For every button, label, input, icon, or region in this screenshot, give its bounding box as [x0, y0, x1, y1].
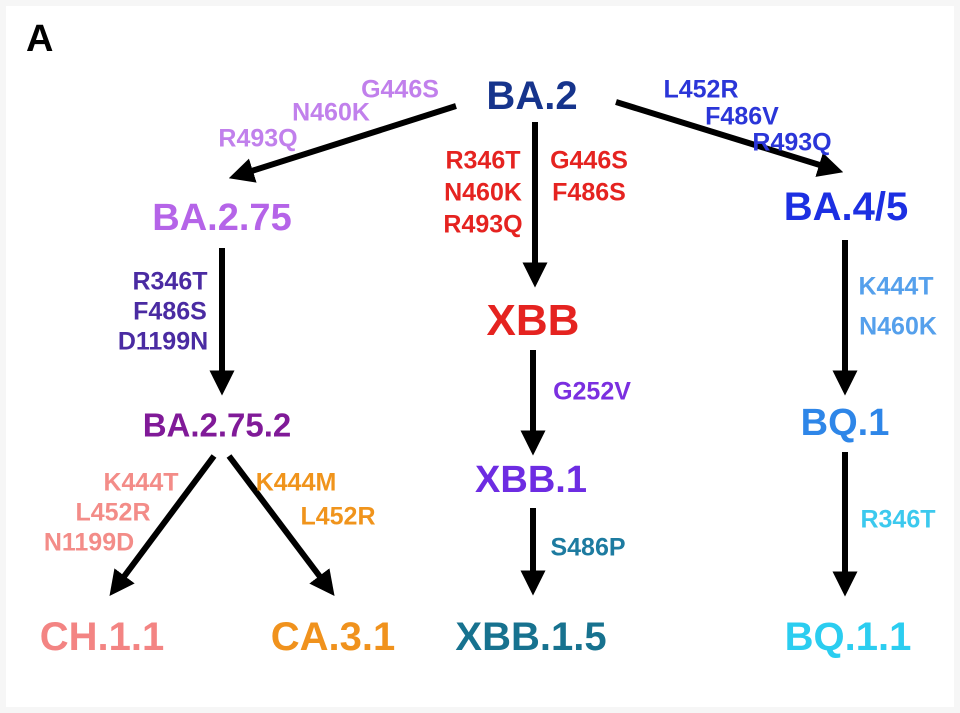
node-xbb1: XBB.1	[475, 459, 587, 501]
mutation-ba2752-ca31-2: L452R	[300, 502, 376, 531]
node-ba2752: BA.2.75.2	[142, 406, 292, 444]
mutation-ba275-ba2752-1: R346T	[132, 267, 208, 296]
panel-label: A	[26, 18, 54, 60]
arrow-ba2752-to-ch11	[109, 454, 217, 597]
node-ch11: CH.1.1	[39, 615, 165, 659]
mutation-ba2752-ch11-1: K444T	[103, 468, 179, 497]
node-bq1: BQ.1	[800, 402, 890, 444]
node-ba45: BA.4/5	[783, 185, 909, 229]
mutation-ba2-xbb-3: R493Q	[443, 210, 523, 239]
mutation-ba2-ba275-3: R493Q	[218, 124, 298, 153]
mutation-ba2-xbb-2: N460K	[444, 178, 522, 207]
arrow-ba2752-to-ca31	[226, 454, 335, 597]
node-ba2: BA.2	[486, 74, 578, 118]
node-bq11: BQ.1.1	[784, 615, 912, 659]
mutation-ba275-ba2752-3: D1199N	[117, 327, 209, 356]
node-xbb: XBB	[486, 296, 580, 345]
mutation-ba2-ba45-1: L452R	[663, 75, 739, 104]
mutation-ba45-bq1-2: N460K	[859, 312, 937, 341]
mutation-ba2-ba275-1: G446S	[361, 75, 439, 104]
mutation-ba2-ba275-2: N460K	[292, 98, 370, 127]
mutation-xbb-xbb1-1: G252V	[553, 377, 631, 406]
node-ba275: BA.2.75	[152, 197, 292, 239]
arrow-ba2-to-ba45	[615, 99, 844, 177]
mutation-ba2752-ca31-1: K444M	[255, 468, 337, 497]
mutation-ba2752-ch11-2: L452R	[75, 498, 151, 527]
mutation-xbb1-xbb15-1: S486P	[550, 533, 626, 562]
mutation-ba2752-ch11-3: N1199D	[43, 528, 135, 557]
arrow-ba2-to-ba275	[228, 103, 457, 183]
mutation-bq1-bq11-1: R346T	[860, 505, 936, 534]
mutation-ba2-ba45-2: F486V	[705, 102, 779, 131]
mutation-ba275-ba2752-2: F486S	[133, 297, 207, 326]
mutation-ba2-xbb-1: R346T	[445, 146, 521, 175]
node-ca31: CA.3.1	[270, 615, 396, 659]
mutation-ba2-xbb-5: F486S	[552, 178, 626, 207]
mutation-ba2-ba45-3: R493Q	[752, 128, 832, 157]
node-xbb15: XBB.1.5	[455, 615, 607, 659]
mutation-ba45-bq1-1: K444T	[858, 272, 934, 301]
mutation-ba2-xbb-4: G446S	[550, 146, 628, 175]
